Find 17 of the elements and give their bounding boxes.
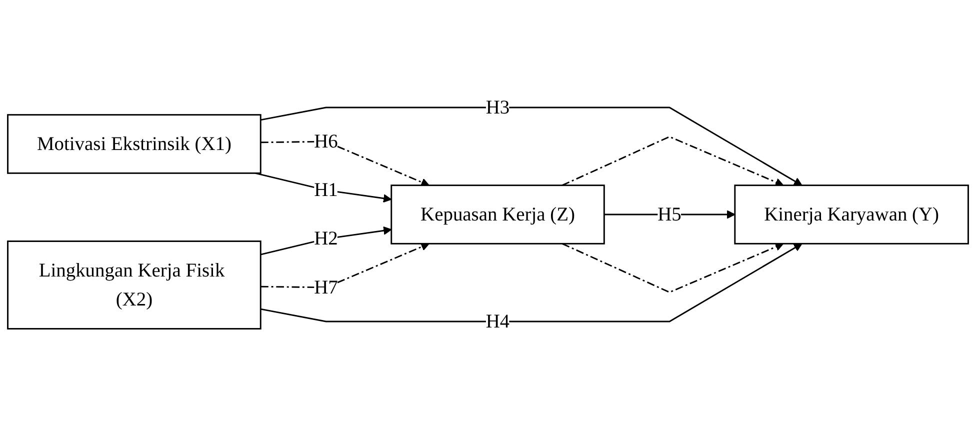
edge-label: H6	[314, 130, 338, 152]
node-box: Kepuasan Kerja (Z)	[390, 184, 605, 244]
node-box: Lingkungan Kerja Fisik (X2)	[7, 240, 262, 330]
edge-label: H7	[314, 276, 338, 298]
arrow	[260, 242, 430, 288]
edge-label: H1	[314, 179, 338, 201]
node-box: Kinerja Karyawan (Y)	[734, 184, 969, 244]
arrow	[562, 242, 784, 294]
arrow	[562, 136, 784, 186]
edge-label: H3	[486, 96, 510, 118]
edge-label: H2	[314, 228, 338, 250]
arrow	[260, 106, 802, 186]
node-box: Motivasi Ekstrinsik (X1)	[7, 114, 262, 174]
edge-label: H5	[658, 204, 682, 226]
arrow	[260, 243, 802, 322]
edge-label: H4	[486, 310, 510, 332]
arrow	[260, 140, 430, 186]
